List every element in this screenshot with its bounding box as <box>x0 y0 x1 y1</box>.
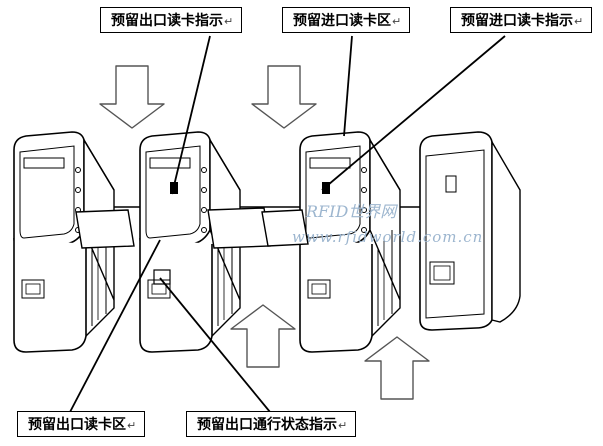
gate-wings <box>75 207 309 249</box>
paragraph-mark-icon: ↵ <box>224 15 234 28</box>
watermark-text: RFID世界网 <box>306 202 397 221</box>
callout-entry-reader-indicator: 预留进口读卡指示↵ <box>450 7 593 33</box>
down-arrow-icon-2 <box>251 65 317 129</box>
paragraph-mark-icon: ↵ <box>392 15 402 28</box>
callout-entry-reader-zone: 预留进口读卡区↵ <box>282 7 411 33</box>
paragraph-mark-icon: ↵ <box>127 419 137 432</box>
callout-text: 预留出口读卡指示 <box>111 13 223 29</box>
callout-text: 预留出口通行状态指示 <box>197 417 337 433</box>
leader-lines <box>69 35 506 413</box>
down-arrow-icon-1 <box>99 65 165 129</box>
callout-exit-passage-status-indicator: 预留出口通行状态指示↵ <box>186 411 357 437</box>
up-arrow-icon-1 <box>230 304 296 368</box>
up-arrow-icon-2 <box>364 336 430 400</box>
paragraph-mark-icon: ↵ <box>574 15 584 28</box>
watermark-url: www.rfidworld.com.cn <box>292 228 484 246</box>
callout-exit-reader-zone: 预留出口读卡区↵ <box>17 411 146 437</box>
callout-text: 预留出口读卡区 <box>28 417 126 433</box>
paragraph-mark-icon: ↵ <box>338 419 348 432</box>
turnstile-cabinet-4 <box>419 131 521 331</box>
callout-text: 预留进口读卡指示 <box>461 13 573 29</box>
callout-exit-reader-indicator: 预留出口读卡指示↵ <box>100 7 243 33</box>
callout-text: 预留进口读卡区 <box>293 13 391 29</box>
